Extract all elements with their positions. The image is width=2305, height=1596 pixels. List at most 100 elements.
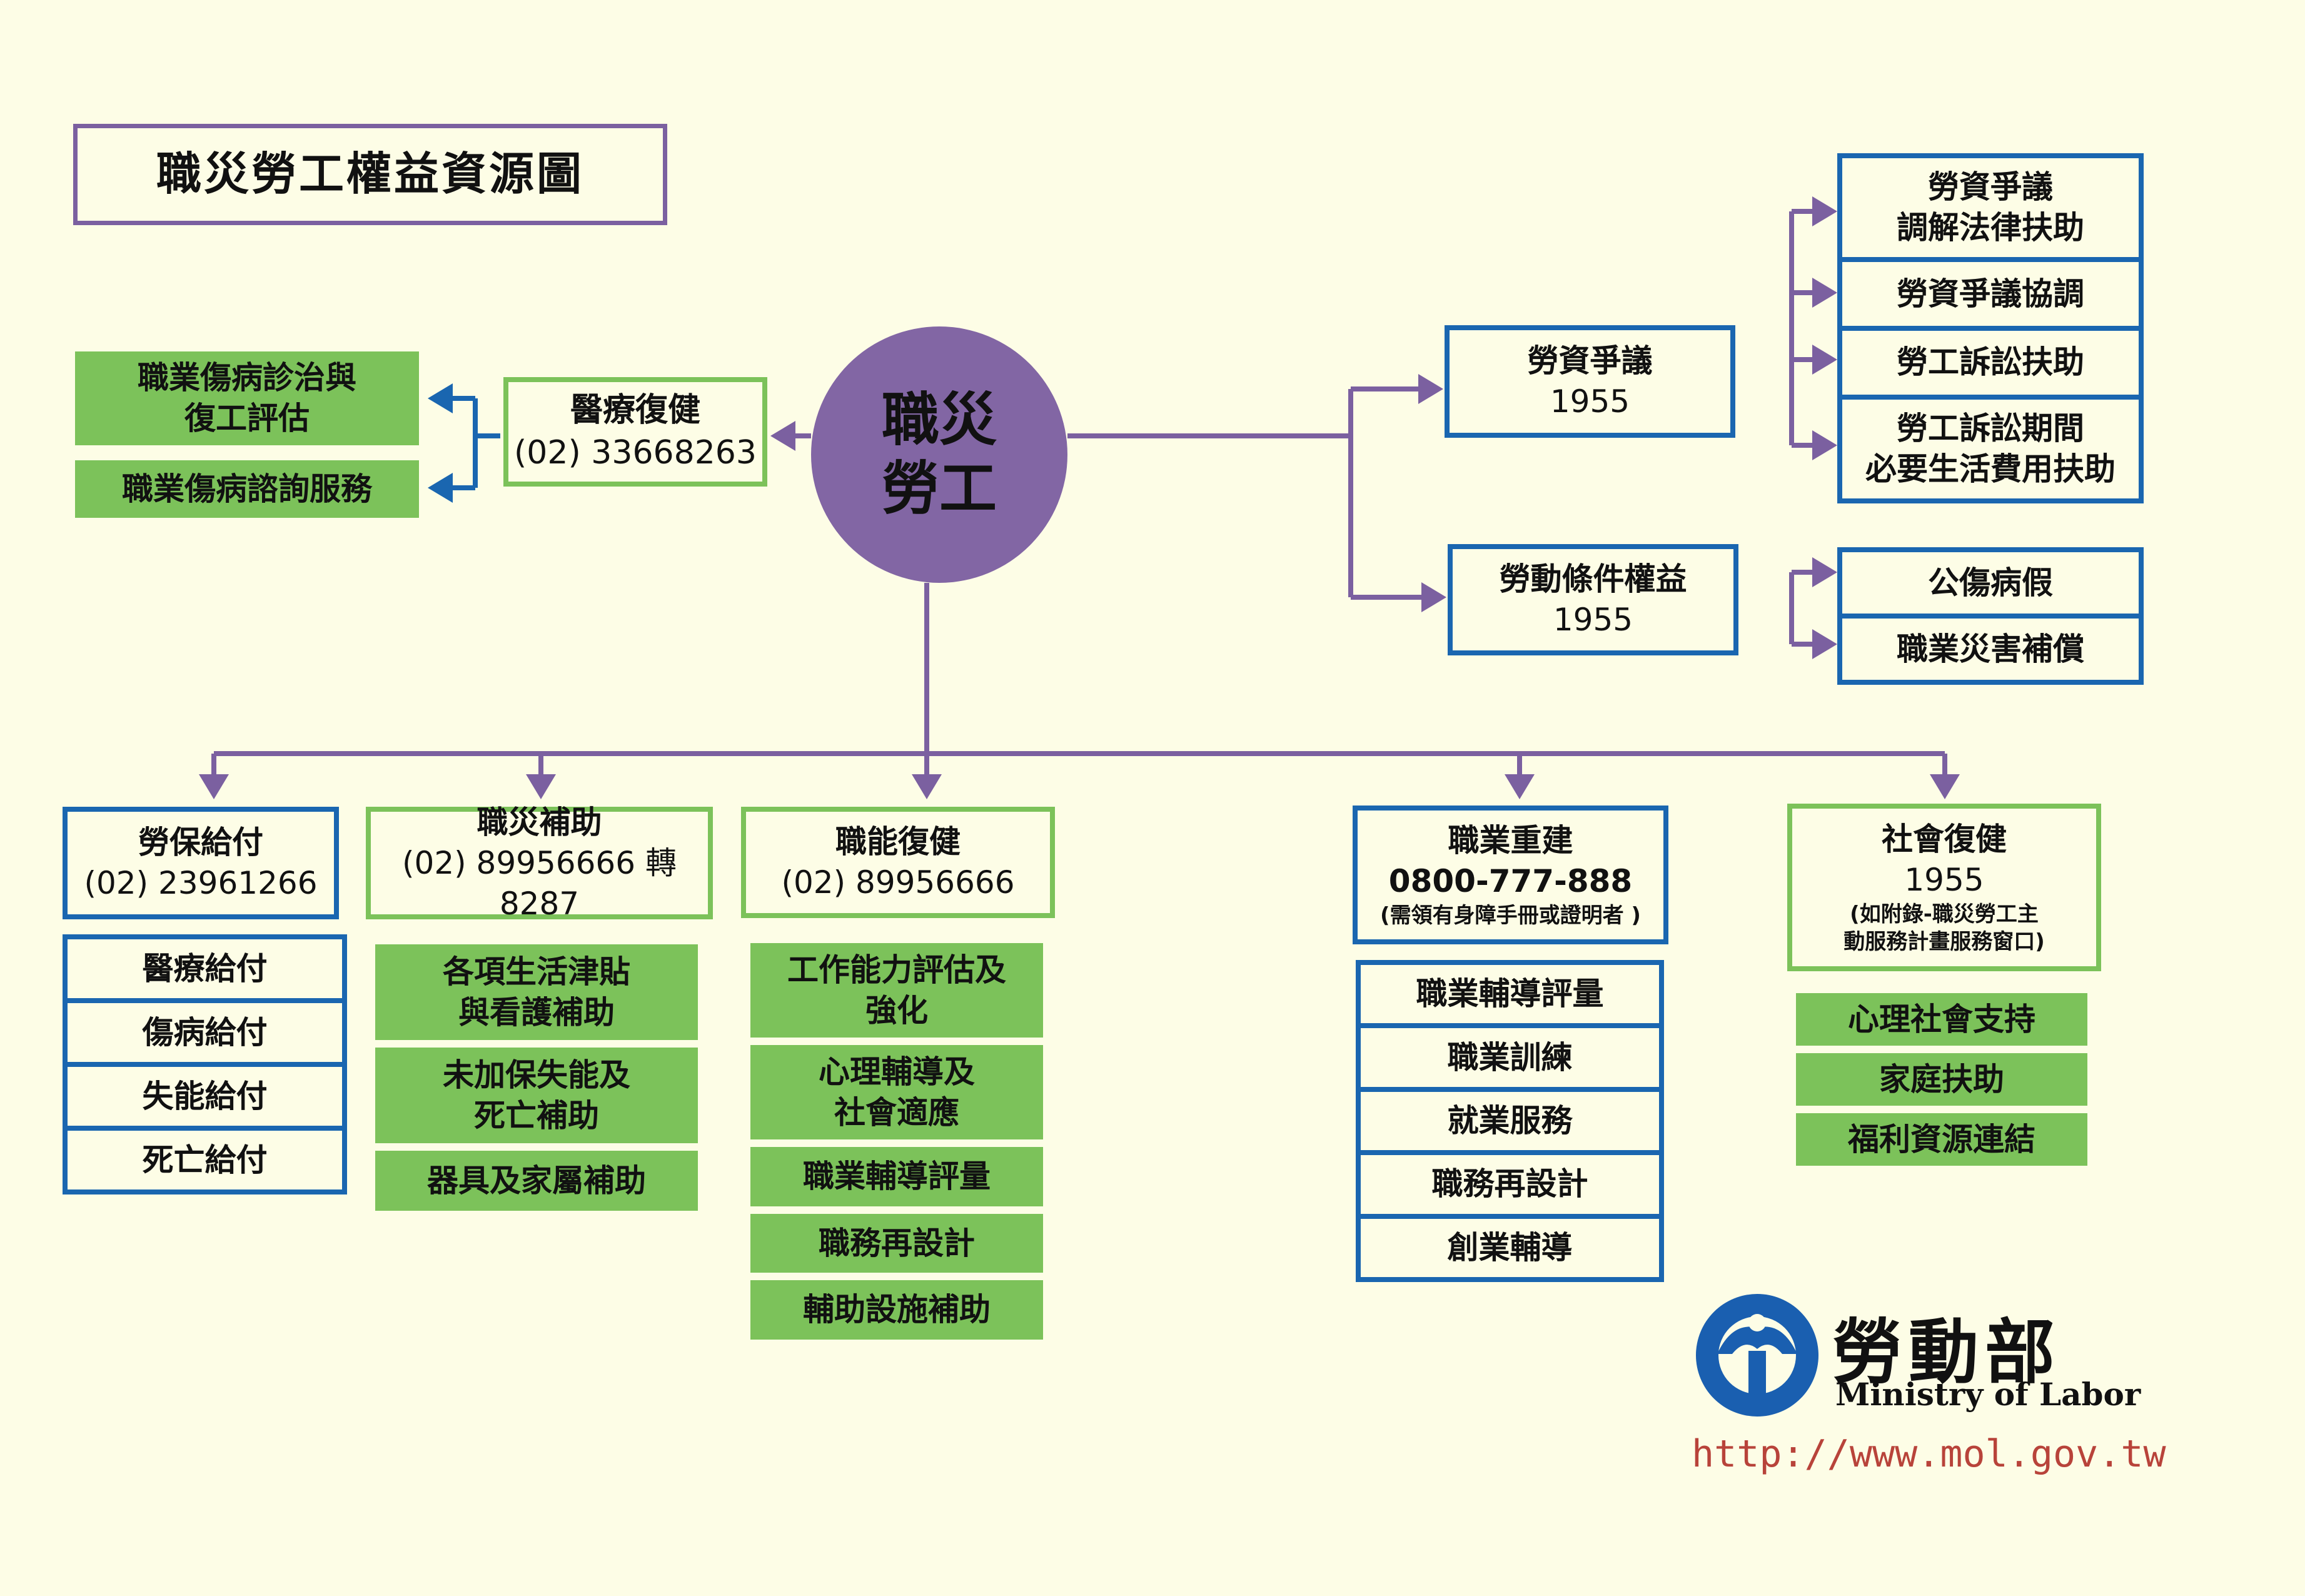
insurance-item-medical: 醫療給付 [68,939,342,1003]
vocational-node: 職業重建 0800-777-888 (需領有身障手冊或證明者 ) [1353,806,1668,944]
insurance-name: 勞保給付 [138,824,263,861]
page-title-text: 職災勞工權益資源圖 [156,148,584,201]
social-item-family: 家庭扶助 [1796,1053,2087,1106]
rehab-item-counseling-line1: 心理輔導及 [819,1053,975,1090]
vocational-item-redesign-text: 職務再設計 [1431,1166,1588,1203]
social-item-family-text: 家庭扶助 [1879,1061,2004,1098]
dispute-item-litigation: 勞工訴訟扶助 [1842,331,2139,400]
medical-item-diagnosis-line1: 職業傷病診治與 [138,360,356,396]
subsidy-node: 職災補助 (02) 89956666 轉 8287 [366,804,713,922]
insurance-item-death-text: 死亡給付 [142,1141,268,1178]
medical-rehab-name: 醫療復健 [570,391,700,429]
conditions-item-compensation: 職業災害補償 [1842,619,2139,680]
insurance-item-medical-text: 醫療給付 [142,950,268,987]
vocational-item-startup-text: 創業輔導 [1447,1229,1573,1266]
dispute-item-living-aid-line1: 勞工訴訟期間 [1897,410,2084,447]
vocational-item-employment-text: 就業服務 [1447,1103,1573,1139]
rehab-item-redesign-text: 職務再設計 [819,1225,975,1261]
labor-dispute-node: 勞資爭議 1955 [1445,325,1735,438]
right-trunk [1067,389,1353,597]
mol-name-en: Ministry of Labor [1835,1376,2141,1413]
rehab-phone: (02) 89956666 [781,864,1015,901]
vocational-item-employment: 就業服務 [1361,1092,1659,1156]
vocational-phone: 0800-777-888 [1388,862,1633,899]
social-list: 心理社會支持 家庭扶助 福利資源連結 [1788,986,2095,1173]
dispute-item-living-aid: 勞工訴訟期間 必要生活費用扶助 [1842,400,2139,498]
social-item-psych-text: 心理社會支持 [1848,1001,2035,1038]
dispute-item-legal-aid-line2: 調解法律扶助 [1897,210,2084,246]
social-note-line1: (如附錄-職災勞工主 [1850,901,2039,927]
insurance-item-death: 死亡給付 [68,1131,342,1189]
labor-conditions-list: 公傷病假 職業災害補償 [1837,547,2144,685]
dispute-item-legal-aid: 勞資爭議 調解法律扶助 [1842,158,2139,263]
subsidy-item-uninsured-line2: 死亡補助 [474,1097,599,1134]
mol-logo-icon [1696,1294,1818,1417]
subsidy-item-uninsured: 未加保失能及 死亡補助 [375,1048,698,1144]
insurance-item-injury-text: 傷病給付 [142,1014,268,1051]
subsidy-item-living-line1: 各項生活津貼 [443,953,630,990]
dispute-item-coordination: 勞資爭議協調 [1842,262,2139,331]
vocational-item-evaluation-text: 職業輔導評量 [1416,976,1604,1013]
mol-url-link[interactable]: http://www.mol.gov.tw [1692,1432,2166,1476]
rehab-node: 職能復健 (02) 89956666 [741,807,1055,918]
rehab-item-counseling-line2: 社會適應 [834,1094,959,1131]
insurance-item-disability: 失能給付 [68,1067,342,1131]
subsidy-item-uninsured-line1: 未加保失能及 [443,1056,630,1093]
rehab-name: 職能復健 [835,824,961,860]
mol-name-zh: 勞動部 [1832,1312,2061,1393]
vocational-item-redesign: 職務再設計 [1361,1155,1659,1219]
labor-conditions-name: 勞動條件權益 [1499,561,1687,597]
subsidy-item-equipment-text: 器具及家屬補助 [427,1162,646,1199]
medical-item-consult-text: 職業傷病諮詢服務 [122,470,372,507]
social-phone: 1955 [1904,861,1984,898]
subsidy-list: 各項生活津貼 與看護補助 未加保失能及 死亡補助 器具及家屬補助 [368,937,705,1218]
dispute-item-coordination-text: 勞資爭議協調 [1897,275,2084,312]
vocational-name: 職業重建 [1448,822,1573,859]
dispute-item-living-aid-line2: 必要生活費用扶助 [1865,450,2116,487]
medical-rehab-node: 醫療復健 (02) 33668263 [503,377,767,487]
dispute-item-legal-aid-line1: 勞資爭議 [1928,169,2053,206]
conditions-item-compensation-text: 職業災害補償 [1897,630,2084,667]
vocational-item-training: 職業訓練 [1361,1028,1659,1092]
labor-dispute-list: 勞資爭議 調解法律扶助 勞資爭議協調 勞工訴訟扶助 勞工訴訟期間 必要生活費用扶… [1837,153,2144,503]
subsidy-item-equipment: 器具及家屬補助 [375,1151,698,1211]
social-node: 社會復健 1955 (如附錄-職災勞工主 動服務計畫服務窗口) [1787,804,2101,971]
insurance-node: 勞保給付 (02) 23961266 [63,807,339,919]
rehab-item-redesign: 職務再設計 [750,1213,1043,1273]
rehab-item-evaluation: 職業輔導評量 [750,1147,1043,1206]
insurance-item-disability-text: 失能給付 [142,1078,268,1114]
subsidy-item-living: 各項生活津貼 與看護補助 [375,944,698,1041]
page-title: 職災勞工權益資源圖 [73,124,667,225]
insurance-list: 醫療給付 傷病給付 失能給付 死亡給付 [63,934,347,1194]
vocational-note: (需領有身障手冊或證明者 ) [1380,902,1641,928]
medical-item-consult: 職業傷病諮詢服務 [75,460,419,518]
center-line1: 職災 [881,386,997,453]
conditions-item-sick-leave-text: 公傷病假 [1928,564,2053,601]
insurance-phone: (02) 23961266 [84,865,318,901]
rehab-item-facility: 輔助設施補助 [750,1280,1043,1340]
labor-dispute-name: 勞資爭議 [1527,343,1653,379]
medical-rehab-phone: (02) 33668263 [514,433,757,472]
rehab-item-assessment: 工作能力評估及 強化 [750,943,1043,1038]
insurance-item-injury: 傷病給付 [68,1003,342,1067]
medical-bracket [473,398,500,488]
social-item-psych: 心理社會支持 [1796,993,2087,1046]
rehab-item-assessment-line1: 工作能力評估及 [787,951,1006,988]
down-trunk [214,583,1945,756]
center-line2: 勞工 [881,455,997,522]
vocational-item-startup: 創業輔導 [1361,1219,1659,1277]
rehab-item-facility-text: 輔助設施補助 [803,1291,991,1328]
subsidy-name: 職災補助 [477,804,602,841]
medical-item-diagnosis-line2: 復工評估 [184,400,310,437]
center-node: 職災 勞工 [811,326,1067,583]
rehab-list: 工作能力評估及 強化 心理輔導及 社會適應 職業輔導評量 職務再設計 輔助設施補… [743,936,1051,1347]
medical-item-diagnosis: 職業傷病診治與 復工評估 [75,351,419,445]
social-note-line2: 動服務計畫服務窗口) [1843,929,2045,954]
conditions-item-sick-leave: 公傷病假 [1842,552,2139,619]
labor-conditions-node: 勞動條件權益 1955 [1448,544,1738,655]
vocational-item-training-text: 職業訓練 [1447,1039,1573,1076]
subsidy-phone: (02) 89956666 轉 8287 [402,844,677,922]
social-item-welfare: 福利資源連結 [1796,1113,2087,1166]
social-item-welfare-text: 福利資源連結 [1848,1121,2035,1158]
